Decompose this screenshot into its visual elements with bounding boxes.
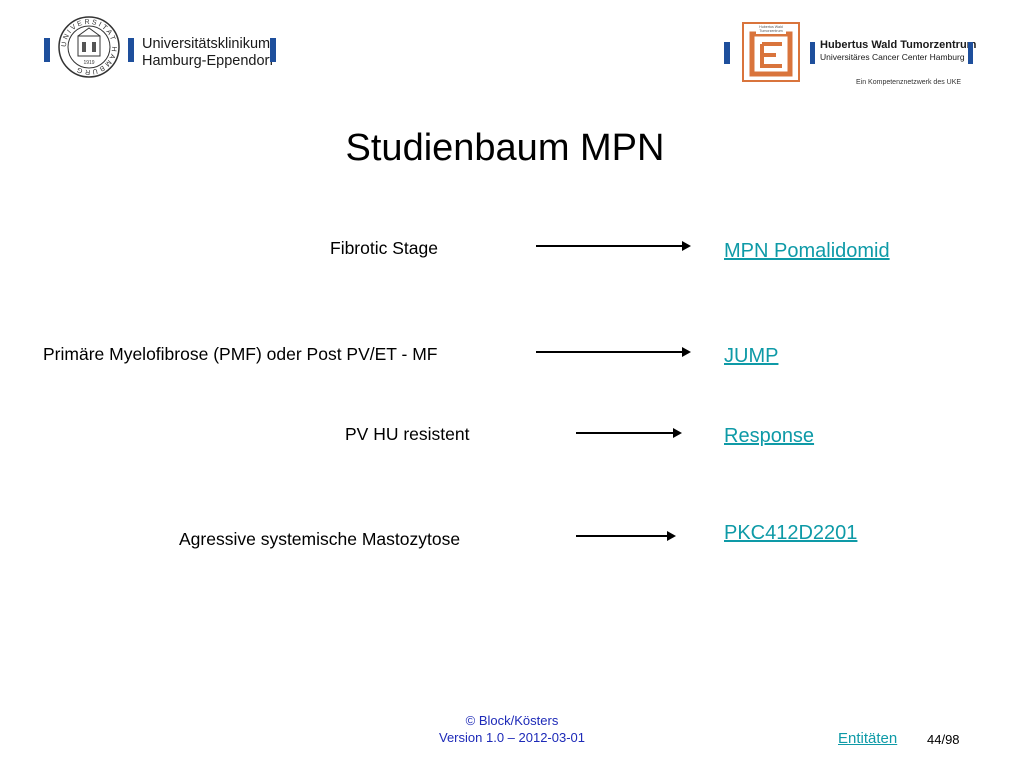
hw-bar-mid xyxy=(810,42,815,64)
hw-name-line1: Hubertus Wald Tumorzentrum xyxy=(820,39,977,51)
row-label-fibrotic-stage: Fibrotic Stage xyxy=(330,238,438,258)
study-link-response[interactable]: Response xyxy=(724,425,815,447)
university-seal-icon: UNIVERSITAT HAMBURG 1919 xyxy=(58,16,120,78)
arrow-right-icon xyxy=(536,347,691,357)
study-link-mpn-pomalidomid[interactable]: MPN Pomalidomid xyxy=(724,240,890,262)
hw-bar-left xyxy=(724,42,730,64)
arrow-right-icon xyxy=(536,241,691,251)
uke-name-line1: Universitätsklinikum xyxy=(142,36,271,52)
row-label-pmf: Primäre Myelofibrose (PMF) oder Post PV/… xyxy=(43,344,438,364)
footer-version: Version 1.0 – 2012-03-01 xyxy=(439,730,585,745)
svg-text:UNIVERSITAT HAMBURG: UNIVERSITAT HAMBURG xyxy=(61,19,117,75)
logo-bar-right xyxy=(270,38,276,62)
uke-logo: UNIVERSITAT HAMBURG 1919 Universitätskli… xyxy=(44,16,284,80)
uke-name-line2: Hamburg-Eppendorf xyxy=(142,53,274,69)
arrow-right-icon xyxy=(576,428,682,438)
row-label-pv-hu-resistent: PV HU resistent xyxy=(345,424,470,444)
footer-copyright: © Block/Kösters xyxy=(465,713,559,728)
svg-text:Hubertus Wald: Hubertus Wald xyxy=(759,25,783,29)
page-title: Studienbaum MPN xyxy=(345,127,665,169)
hubertus-wald-mark-icon: Hubertus Wald Tumorzentrum xyxy=(742,22,800,82)
study-link-pkc412d2201[interactable]: PKC412D2201 xyxy=(724,522,858,544)
arrow-right-icon xyxy=(576,531,676,541)
hw-name-line2: Universitäres Cancer Center Hamburg xyxy=(820,52,965,62)
hw-tagline: Ein Kompetenznetzwerk des UKE xyxy=(856,79,962,86)
study-link-jump[interactable]: JUMP xyxy=(724,345,779,367)
hubertus-wald-logo: Hubertus Wald Tumorzentrum Hubertus Wald… xyxy=(724,22,984,92)
logo-bar-left xyxy=(44,38,50,62)
uke-name: Universitätsklinikum Hamburg-Eppendorf xyxy=(142,36,273,70)
hw-bar-right xyxy=(968,42,973,64)
footer: © Block/Kösters Version 1.0 – 2012-03-01 xyxy=(0,712,1024,746)
page-number: 44/98 xyxy=(927,732,960,747)
entitaeten-nav-link[interactable]: Entitäten xyxy=(838,730,898,747)
svg-text:Tumorzentrum: Tumorzentrum xyxy=(759,29,782,33)
svg-text:1919: 1919 xyxy=(83,60,94,66)
logo-bar-mid xyxy=(128,38,134,62)
hw-name: Hubertus Wald Tumorzentrum Universitäres… xyxy=(820,39,976,63)
row-label-mastozytose: Agressive systemische Mastozytose xyxy=(179,529,461,549)
